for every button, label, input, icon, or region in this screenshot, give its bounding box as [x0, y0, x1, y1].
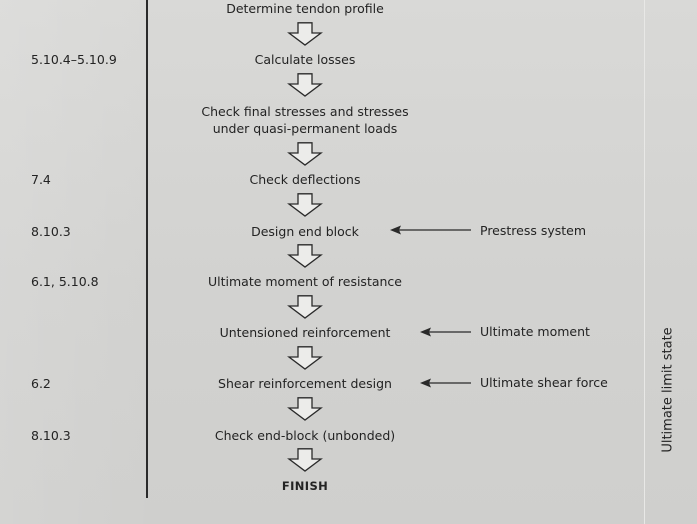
clause-ref-calculate-losses: 5.10.4–5.10.9: [31, 52, 117, 67]
down-arrow-icon: [287, 73, 323, 97]
step-finish: FINISH: [281, 479, 329, 493]
down-arrow-icon: [287, 22, 323, 46]
step-untensioned-reinforcement: Untensioned reinforcement: [219, 325, 391, 340]
down-arrow-icon: [287, 448, 323, 472]
left-arrow-icon: [420, 327, 471, 337]
region-label-text: Ultimate limit state: [660, 327, 676, 453]
clause-ref-check-deflections: 7.4: [31, 172, 51, 187]
down-arrow-icon: [287, 193, 323, 217]
step-ultimate-moment-of-resistance: Ultimate moment of resistance: [207, 274, 402, 289]
down-arrow-icon: [287, 397, 323, 421]
region-divider-line: [644, 0, 645, 524]
step-shear-reinforcement-design: Shear reinforcement design: [218, 376, 392, 391]
clause-ref-check-end-block: 8.10.3: [31, 428, 71, 443]
down-arrow-icon: [287, 142, 323, 166]
down-arrow-icon: [287, 346, 323, 370]
side-input-ultimate-shear-force: Ultimate shear force: [480, 375, 608, 390]
clause-ref-ultimate-moment: 6.1, 5.10.8: [31, 274, 99, 289]
step-check-deflections: Check deflections: [249, 172, 361, 187]
left-arrow-icon: [420, 378, 471, 388]
step-check-final-stresses-line-2: under quasi-permanent loads: [212, 121, 398, 136]
left-arrow-icon: [390, 225, 471, 235]
step-calculate-losses: Calculate losses: [254, 52, 356, 67]
step-design-end-block: Design end block: [251, 224, 359, 239]
down-arrow-icon: [287, 295, 323, 319]
side-input-ultimate-moment: Ultimate moment: [480, 324, 590, 339]
clause-ref-shear-reinforcement: 6.2: [31, 376, 51, 391]
side-input-prestress-system: Prestress system: [480, 223, 587, 238]
down-arrow-icon: [287, 244, 323, 268]
step-check-final-stresses-line-1: Check final stresses and stresses: [201, 104, 409, 119]
step-determine-tendon-profile: Determine tendon profile: [226, 1, 384, 16]
step-check-final-stresses: Check final stresses and stresses under …: [150, 103, 460, 137]
clause-ref-design-end-block: 8.10.3: [31, 224, 71, 239]
step-check-end-block-unbonded: Check end-block (unbonded): [214, 428, 396, 443]
clause-divider-line: [146, 0, 148, 498]
